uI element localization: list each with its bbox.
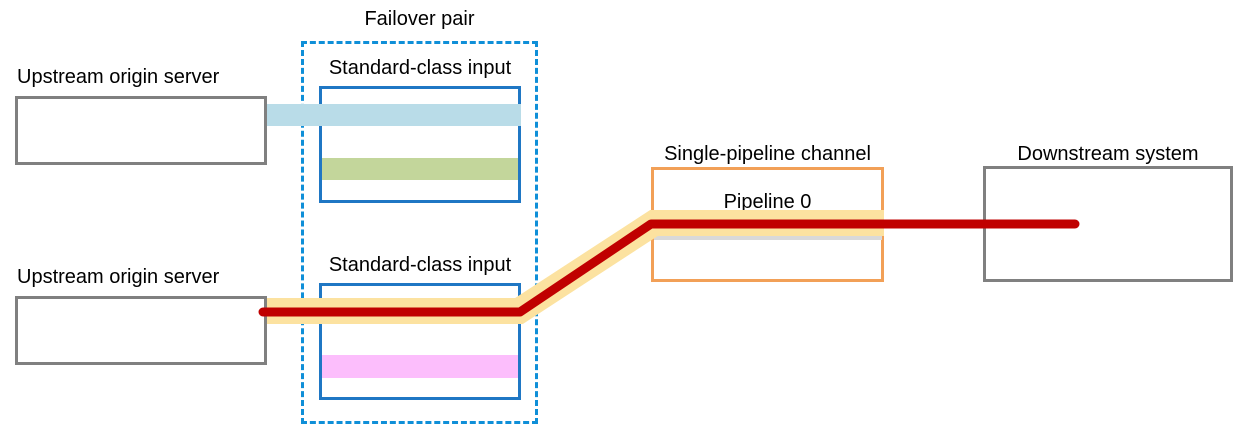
- single-pipeline-channel-label: Single-pipeline channel: [664, 143, 871, 165]
- failover-pair-label: Failover pair: [364, 8, 475, 30]
- downstream-system-label: Downstream system: [1017, 143, 1199, 165]
- upstream-origin-server-top-label: Upstream origin server: [17, 66, 220, 88]
- bar-top-light-blue: [267, 104, 521, 126]
- bar-pipeline-gray: [654, 213, 882, 240]
- upstream-origin-server-top: [15, 96, 267, 165]
- standard-class-input-bottom-label: Standard-class input: [328, 254, 512, 276]
- bar-bottom-pink: [322, 355, 518, 378]
- standard-class-input-top: [319, 86, 521, 203]
- downstream-system: [983, 166, 1233, 282]
- standard-class-input-top-label: Standard-class input: [328, 57, 512, 79]
- pipeline-0-label: Pipeline 0: [723, 191, 812, 213]
- standard-class-input-bottom: [319, 283, 521, 400]
- upstream-origin-server-bottom-label: Upstream origin server: [17, 266, 220, 288]
- upstream-origin-server-bottom: [15, 296, 267, 365]
- bar-top-green: [322, 158, 518, 180]
